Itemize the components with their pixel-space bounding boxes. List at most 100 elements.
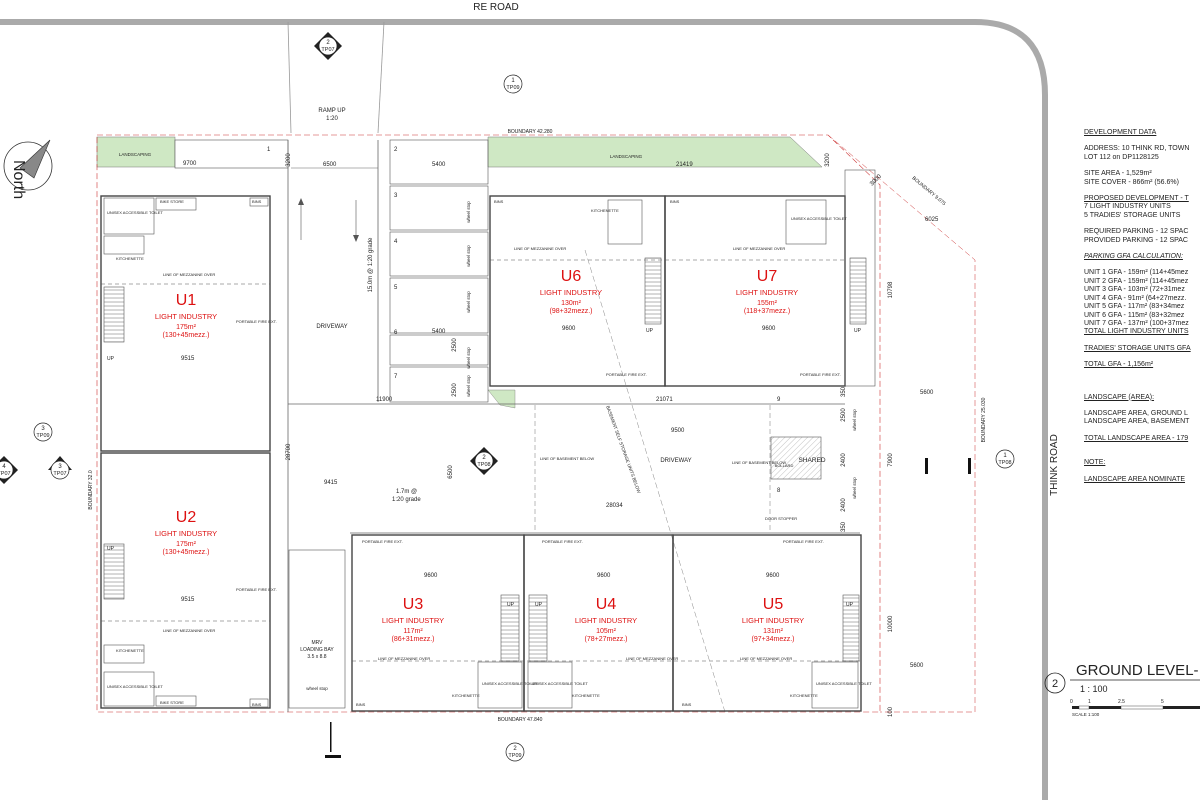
svg-text:350: 350 xyxy=(841,521,847,532)
svg-text:5400: 5400 xyxy=(432,329,446,335)
svg-text:SCALE 1:100: SCALE 1:100 xyxy=(1072,712,1100,717)
svg-text:BINS: BINS xyxy=(252,702,262,707)
svg-text:LINE OF MEZZANINE OVER: LINE OF MEZZANINE OVER xyxy=(733,246,785,251)
svg-text:PORTABLE FIRE EXT.: PORTABLE FIRE EXT. xyxy=(783,539,824,544)
svg-text:wheel stop: wheel stop xyxy=(466,201,471,223)
svg-text:UP: UP xyxy=(507,602,515,608)
unit-u7-area: 155m² xyxy=(757,300,778,307)
svg-text:8: 8 xyxy=(777,488,781,494)
svg-text:6: 6 xyxy=(394,330,398,336)
svg-text:BOUNDARY 42.280: BOUNDARY 42.280 xyxy=(508,129,553,135)
svg-text:5400: 5400 xyxy=(432,162,446,168)
svg-text:LINE OF BASEMENT BELOW: LINE OF BASEMENT BELOW xyxy=(732,460,786,465)
title-marker xyxy=(1044,672,1066,694)
svg-text:UP: UP xyxy=(107,356,115,362)
svg-text:LINE OF MEZZANINE OVER: LINE OF MEZZANINE OVER xyxy=(626,656,678,661)
svg-text:wheel stop: wheel stop xyxy=(466,347,471,369)
svg-text:wheel stop: wheel stop xyxy=(466,291,471,313)
svg-text:UP: UP xyxy=(854,328,862,334)
shared-label: SHARED xyxy=(798,457,825,464)
unit-u2-id: U2 xyxy=(176,509,197,526)
svg-text:5: 5 xyxy=(394,285,398,291)
svg-text:LINE OF MEZZANINE OVER: LINE OF MEZZANINE OVER xyxy=(514,246,566,251)
svg-text:1:20: 1:20 xyxy=(326,116,338,122)
unit-u5-split: (97+34mezz.) xyxy=(752,636,795,643)
svg-text:BOUNDARY 9.075: BOUNDARY 9.075 xyxy=(911,175,947,207)
svg-text:6500: 6500 xyxy=(323,162,337,168)
svg-text:2400: 2400 xyxy=(841,453,847,467)
unit-u4-use: LIGHT INDUSTRY xyxy=(575,616,637,625)
svg-text:wheel stop: wheel stop xyxy=(852,409,857,431)
unit-u1-area: 175m² xyxy=(176,324,197,331)
unit-u4-id: U4 xyxy=(596,596,617,613)
section-marker-number: 1 xyxy=(511,78,515,84)
svg-text:9600: 9600 xyxy=(597,573,611,579)
scale-bar: 0 1 2.5 5 SCALE 1:100 xyxy=(1070,699,1200,717)
svg-text:2500: 2500 xyxy=(841,408,847,422)
svg-text:1: 1 xyxy=(1088,699,1091,705)
svg-text:PORTABLE FIRE EXT.: PORTABLE FIRE EXT. xyxy=(362,539,403,544)
svg-text:MRV: MRV xyxy=(311,640,323,646)
road-label-top: RE ROAD xyxy=(473,2,519,13)
svg-text:LOADING BAY: LOADING BAY xyxy=(300,647,334,653)
svg-text:11900: 11900 xyxy=(376,397,393,403)
section-marker-number: 1 xyxy=(1003,453,1007,459)
svg-text:KITCHENETTE: KITCHENETTE xyxy=(572,693,600,698)
svg-text:1.7m @: 1.7m @ xyxy=(396,489,417,495)
svg-text:1: 1 xyxy=(267,147,271,153)
unit-u4-split: (78+27mezz.) xyxy=(585,636,628,643)
section-marker-number: 4 xyxy=(2,464,6,470)
svg-text:3000: 3000 xyxy=(869,173,883,187)
svg-text:9600: 9600 xyxy=(762,326,776,332)
svg-text:PORTABLE FIRE EXT.: PORTABLE FIRE EXT. xyxy=(236,319,277,324)
svg-text:5600: 5600 xyxy=(910,663,924,669)
svg-text:5: 5 xyxy=(1161,699,1164,705)
svg-text:BOUNDARY 47.840: BOUNDARY 47.840 xyxy=(498,717,543,723)
section-marker-icon: 4TP07 xyxy=(0,456,18,484)
svg-text:UP: UP xyxy=(535,602,543,608)
unit-u2-split: (130+45mezz.) xyxy=(163,549,210,556)
section-marker-number: 2 xyxy=(513,746,517,752)
svg-text:9415: 9415 xyxy=(324,480,338,486)
unit-u2-use: LIGHT INDUSTRY xyxy=(155,529,217,538)
section-marker-sheet: TP08 xyxy=(477,462,490,468)
svg-text:10798: 10798 xyxy=(888,281,894,298)
unit-u6-use: LIGHT INDUSTRY xyxy=(540,288,602,297)
svg-text:9600: 9600 xyxy=(766,573,780,579)
north-label: North xyxy=(10,160,27,199)
unit-u7-split: (118+37mezz.) xyxy=(744,308,790,315)
driveway-label-central: DRIVEWAY xyxy=(660,458,691,464)
svg-text:BASEMENT SELF STORAGE UNITS BE: BASEMENT SELF STORAGE UNITS BELOW xyxy=(605,405,642,494)
shared-bay xyxy=(770,436,822,480)
svg-text:KITCHENETTE: KITCHENETTE xyxy=(790,693,818,698)
unit-u7-use: LIGHT INDUSTRY xyxy=(736,288,798,297)
svg-text:BINS: BINS xyxy=(356,702,366,707)
svg-text:BOUNDARY 32.0: BOUNDARY 32.0 xyxy=(88,470,94,509)
svg-text:5600: 5600 xyxy=(920,390,934,396)
svg-text:UNISEX ACCESSIBLE TOILET: UNISEX ACCESSIBLE TOILET xyxy=(107,210,163,215)
svg-text:UP: UP xyxy=(107,546,115,552)
svg-text:21071: 21071 xyxy=(656,397,673,403)
ramp-label: RAMP UP xyxy=(318,108,345,114)
landscaping-left xyxy=(96,136,176,168)
svg-text:UNISEX ACCESSIBLE TOILET: UNISEX ACCESSIBLE TOILET xyxy=(791,216,847,221)
svg-text:DOOR STOPPER: DOOR STOPPER xyxy=(765,516,797,521)
svg-text:4: 4 xyxy=(394,239,398,245)
svg-text:2.5: 2.5 xyxy=(1118,699,1125,705)
dev-heading: DEVELOPMENT DATA xyxy=(1084,129,1157,136)
landscaping-right xyxy=(487,136,823,168)
unit-u3-area: 117m² xyxy=(403,628,423,635)
svg-text:350: 350 xyxy=(841,386,847,397)
unit-u3-use: LIGHT INDUSTRY xyxy=(382,616,444,625)
svg-text:KITCHENETTE: KITCHENETTE xyxy=(591,208,619,213)
svg-text:UP: UP xyxy=(646,328,654,334)
unit-u6-area: 130m² xyxy=(561,300,582,307)
svg-text:2500: 2500 xyxy=(452,338,458,352)
svg-text:LANDSCAPING: LANDSCAPING xyxy=(119,152,152,157)
svg-text:BOLLARD: BOLLARD xyxy=(775,463,794,468)
unit-u5-walls xyxy=(672,534,862,712)
svg-text:2500: 2500 xyxy=(452,383,458,397)
